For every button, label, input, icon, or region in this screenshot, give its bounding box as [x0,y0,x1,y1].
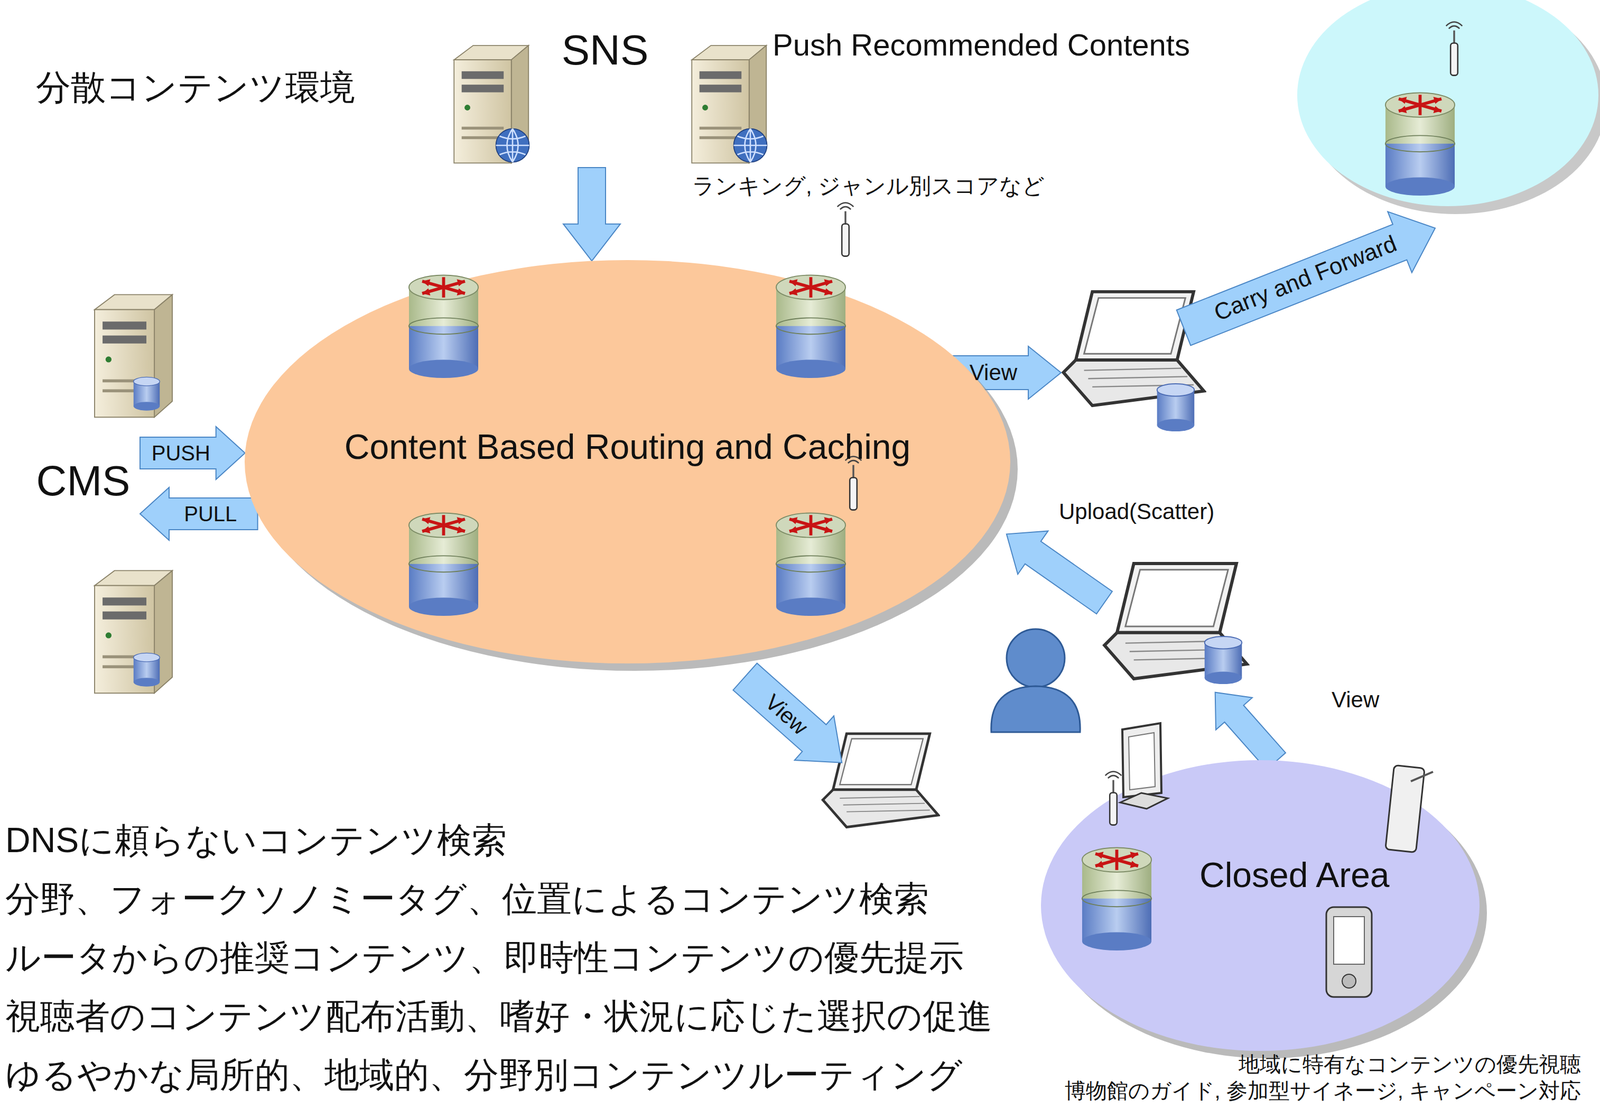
monitor-stand [1120,792,1168,809]
laptop-icon [822,733,939,827]
user-icon [991,628,1081,732]
block-arrow [140,487,258,541]
globe-icon [496,128,530,163]
storage-icon [1157,383,1195,432]
note-text: 博物館のガイド, 参加型サイネージ, キャンペーン対応 [1064,1077,1581,1103]
view-arrow [725,654,862,785]
note-text: 分野、フォークソノミータグ、位置によるコンテンツ検索 [5,878,929,919]
note-text: Upload(Scatter) [1058,498,1215,525]
note-text: Carry and Forward [1210,229,1401,327]
note-text: 地域に特有なコンテンツの優先視聴 [1238,1051,1581,1076]
router-icon [408,274,479,378]
block-arrow [140,426,246,480]
note-text: View [1331,686,1380,713]
router-icon [776,512,846,616]
devices [1120,722,1434,997]
router-icon [776,274,846,378]
storage-icon [133,376,161,411]
monitor-screen [1128,732,1156,790]
antenna-icon [1105,770,1122,825]
ellipse-shape [244,259,1027,679]
note-text: ルータからの推奨コンテンツ、即時性コンテンツの優先提示 [5,937,964,978]
carry-forward-arrow [1171,197,1448,359]
node-title: Content Based Routing and Caching [344,426,911,468]
storage-icon [1204,636,1243,684]
note-text: ランキング, ジャンル別スコアなど [692,173,1045,199]
group-box: CMS [26,438,141,524]
storage-icon [133,652,161,686]
note-text: 分散コンテンツ環境 [35,67,356,108]
server-icon [94,570,173,693]
antenna-icon [1446,21,1463,76]
antenna-icon [837,202,854,256]
note-text: DNSに頼らないコンテンツ検索 [5,820,507,861]
network-ellipse: Content Based Routing and Caching [244,259,1011,664]
edge-label: PUSH [151,441,211,465]
node-title: Closed Area [1199,854,1390,896]
pda-screen [1333,916,1365,964]
pda-icon [1326,906,1372,997]
router-icon [1385,92,1455,196]
ellipse-fill [1040,759,1480,1051]
group-box: SNS [433,23,777,168]
ellipse-fill [244,259,1011,664]
upload-arrow [991,512,1120,625]
note-text: ゆるやかな局所的、地域的、分野別コンテンツルーティング [5,1054,963,1095]
monitor-icon [1122,722,1162,797]
network-ellipse: Closed Area [1040,759,1480,1051]
globe-icon [733,128,768,163]
block-arrow [563,167,621,262]
stylus [1410,771,1434,781]
node-title: SNS [561,25,649,75]
note-text: View [969,359,1018,386]
remote-area [1297,0,1599,207]
node-title: CMS [36,456,131,506]
note-text: 視聴者のコンテンツ配布活動、嗜好・状況に応じた選択の促進 [5,996,993,1037]
pda-button [1342,973,1356,988]
server-icon [94,294,173,417]
ellipse-shape [1040,759,1496,1067]
router-icon [1082,847,1152,951]
router-icon [408,512,479,616]
note-text: Push Recommended Contents [772,27,1190,63]
edge-label: PULL [183,501,237,526]
